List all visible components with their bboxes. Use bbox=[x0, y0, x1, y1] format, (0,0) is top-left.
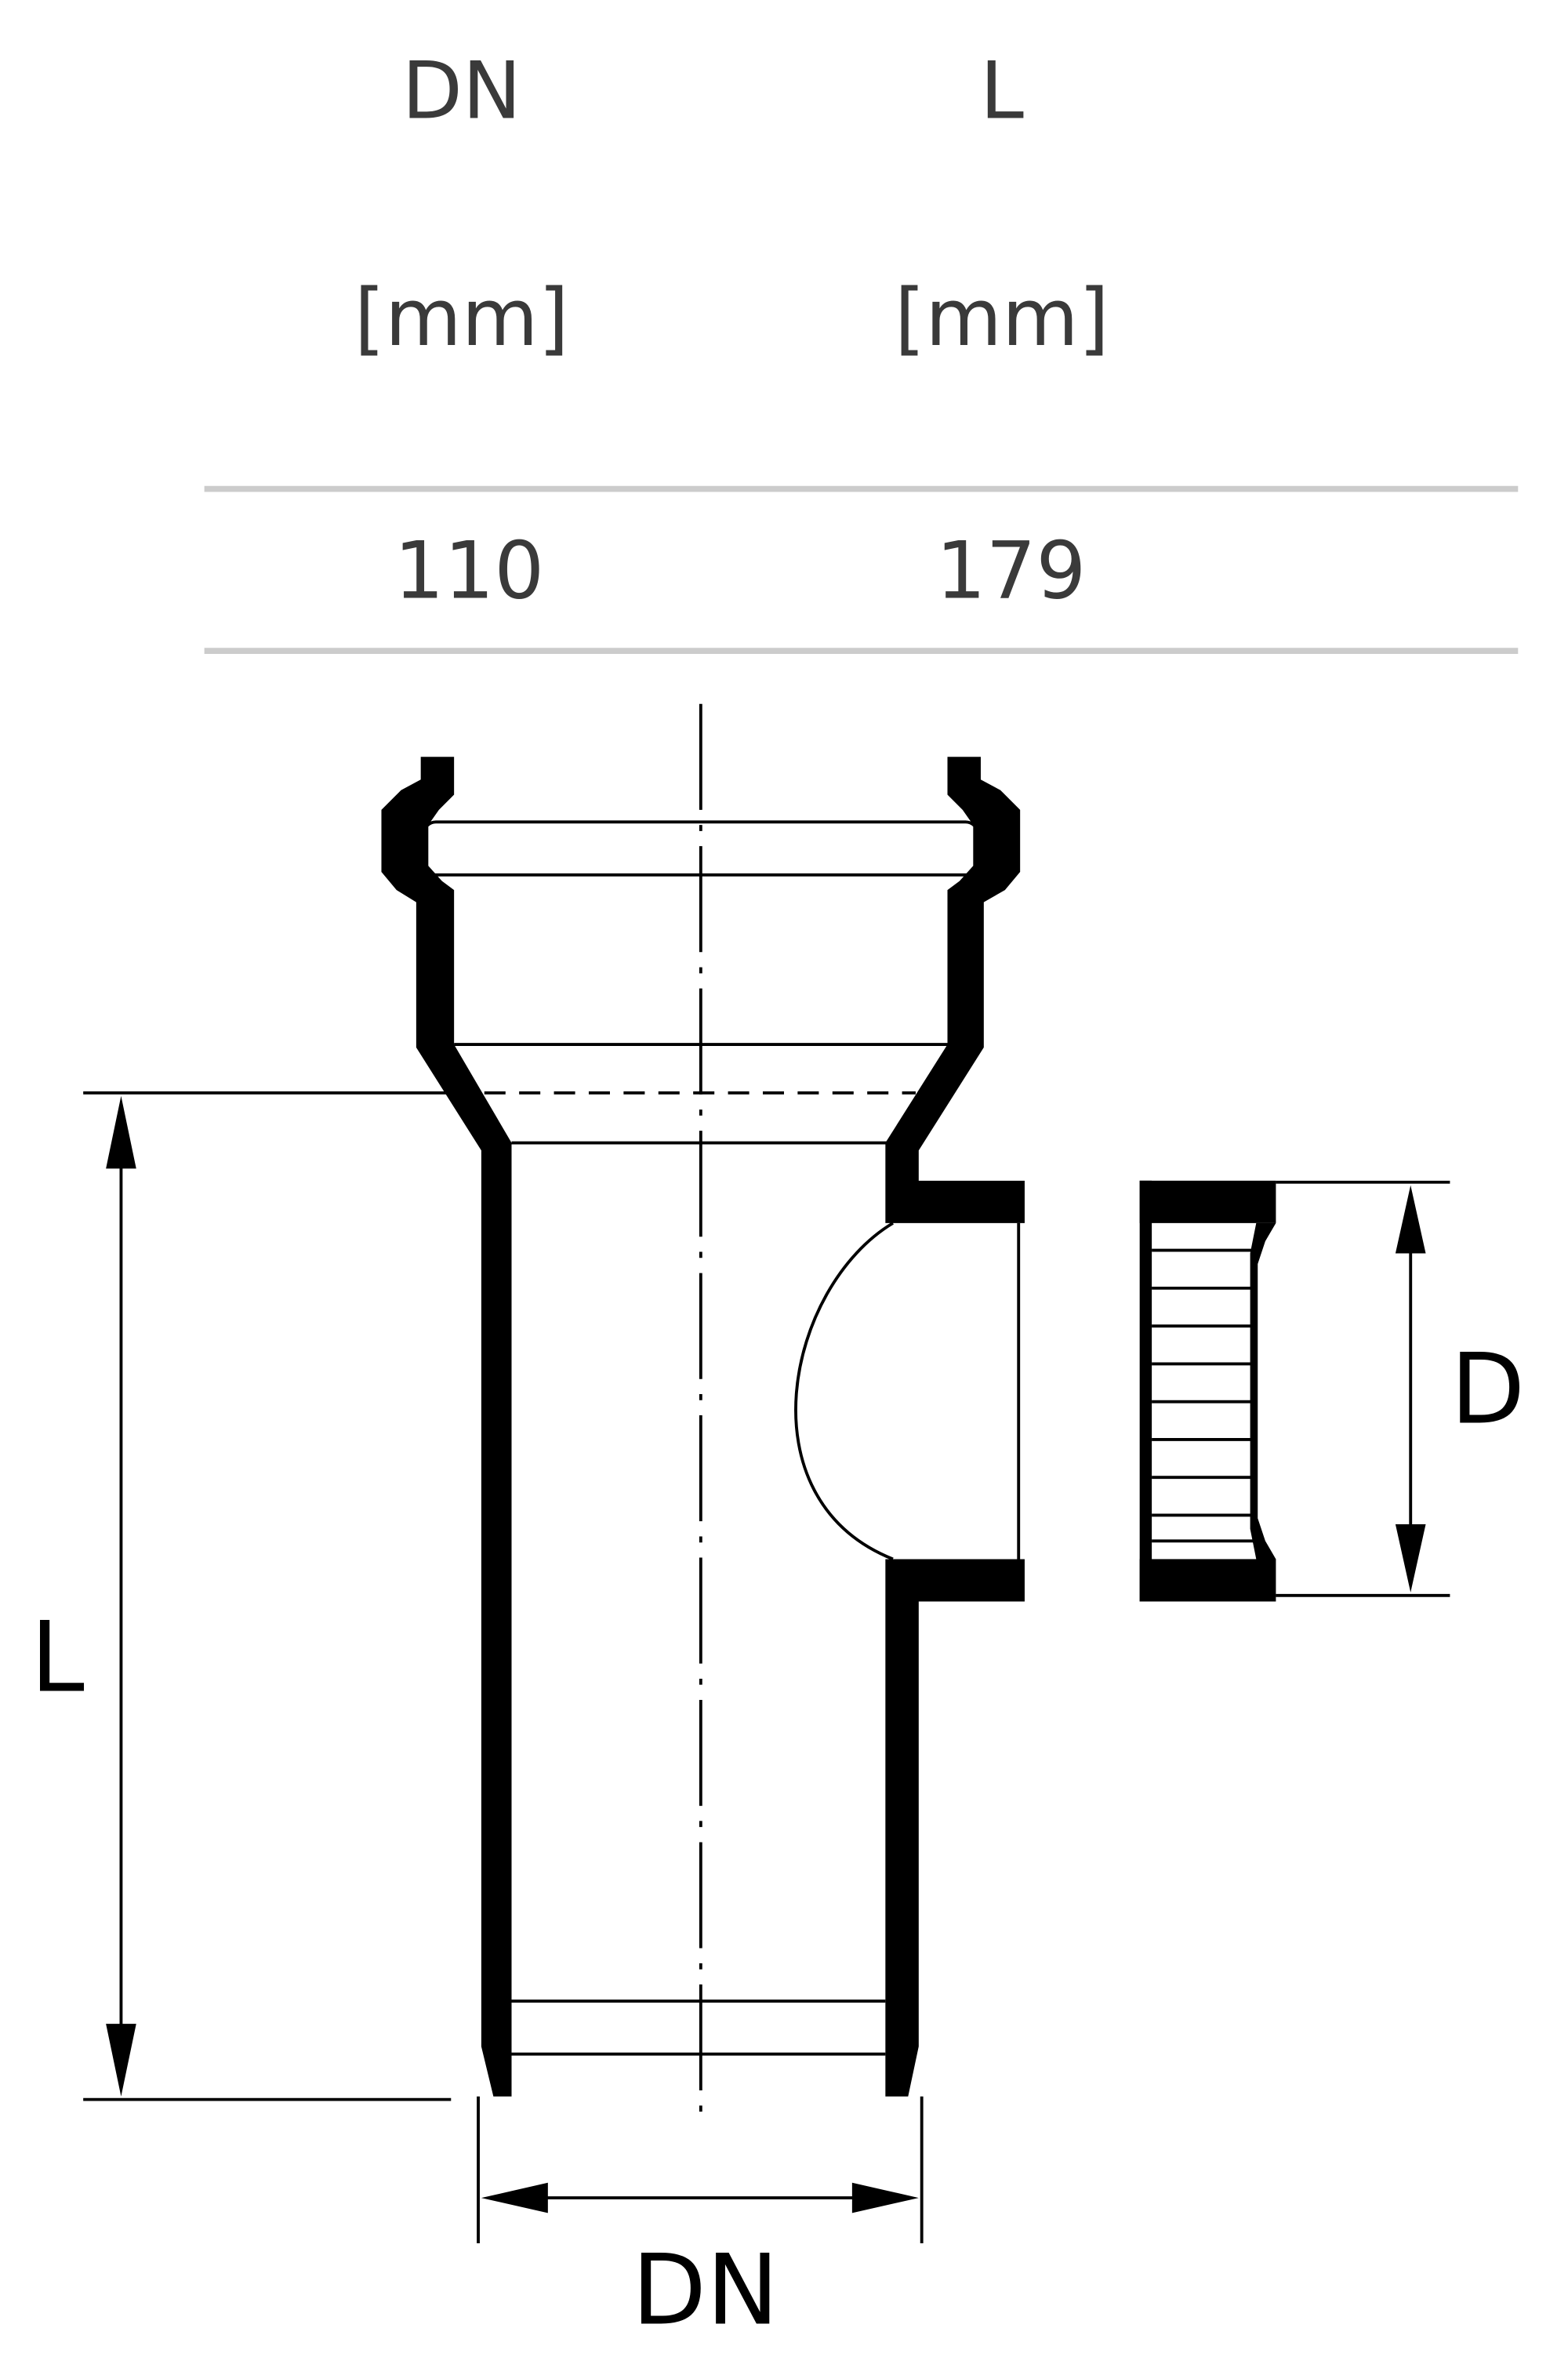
access-plug bbox=[1139, 1180, 1276, 1602]
cell-l-value: 179 bbox=[936, 525, 1087, 617]
dimension-dn bbox=[477, 2096, 924, 2244]
column-unit-l: [mm] bbox=[895, 272, 1109, 364]
dimension-label-dn: DN bbox=[632, 2234, 779, 2347]
pipe-left-wall bbox=[381, 757, 512, 2097]
dimension-l bbox=[83, 1091, 455, 2101]
pipe-right-wall bbox=[885, 757, 1025, 1223]
spec-table: DN L [mm] [mm] 110 179 bbox=[204, 45, 1519, 654]
dimension-d bbox=[1276, 1180, 1450, 1597]
dimension-label-d: D bbox=[1450, 1334, 1525, 1447]
column-header-dn: DN bbox=[402, 45, 521, 137]
pipe-right-lower-wall bbox=[885, 1559, 1025, 2097]
cell-dn-value: 110 bbox=[394, 525, 545, 617]
dimension-label-l: L bbox=[31, 1601, 85, 1714]
branch-intersection-curve bbox=[794, 1222, 894, 1561]
column-unit-dn: [mm] bbox=[354, 272, 569, 364]
column-header-l: L bbox=[980, 45, 1024, 137]
gasket-ring bbox=[422, 820, 980, 877]
